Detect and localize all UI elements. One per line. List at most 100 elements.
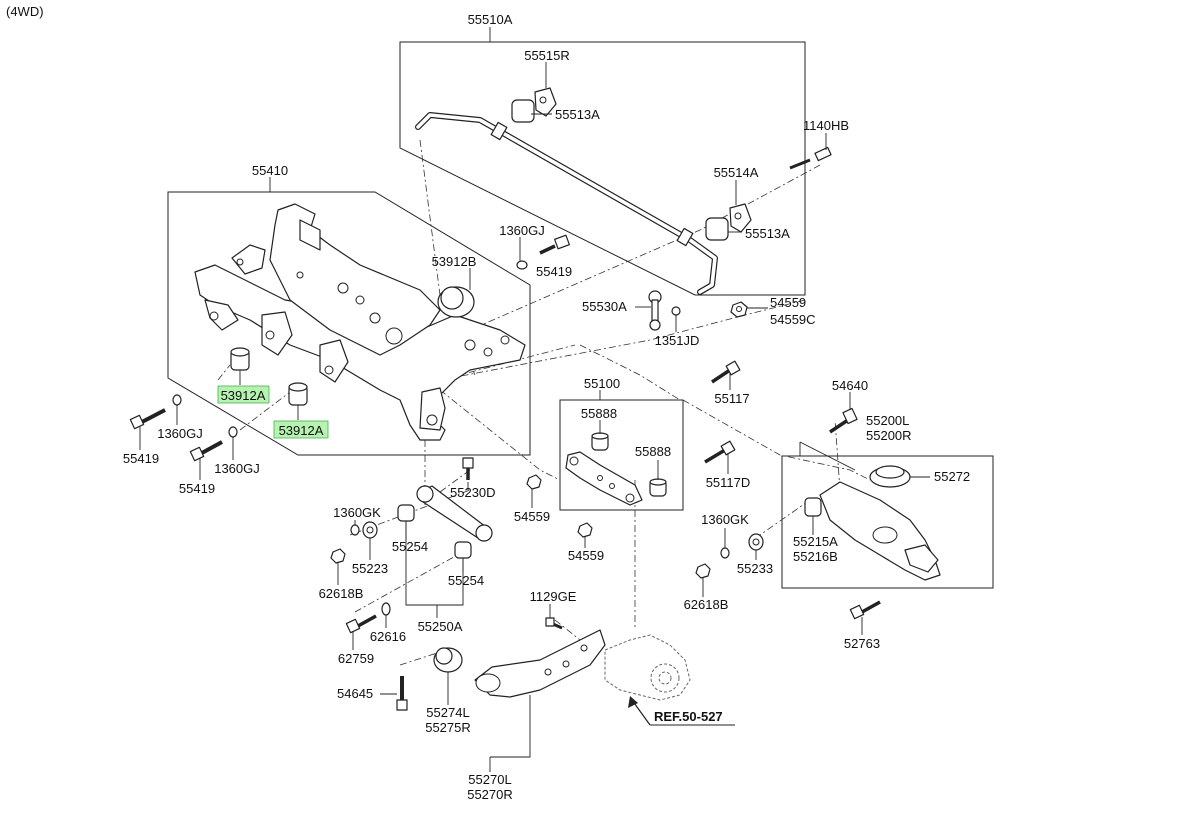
- label-55223: 55223: [352, 561, 388, 576]
- highlight-53912A-2: [273, 420, 329, 439]
- knuckle-hub-reference: [604, 634, 691, 701]
- washer-1360GJ-mid: [228, 426, 238, 438]
- washer-1360GJ-left: [172, 394, 182, 406]
- bolt-55230D: [462, 457, 474, 480]
- spring-seat-55272: [869, 465, 911, 488]
- label-55419-left2: 55419: [179, 481, 215, 496]
- nut-62618B-right: [695, 563, 711, 579]
- bushing-55254-b: [454, 541, 472, 559]
- label-62759: 62759: [338, 651, 374, 666]
- upper-control-arm: [565, 451, 643, 506]
- label-55117D: 55117D: [706, 475, 751, 490]
- label-55275R: 55275R: [425, 720, 471, 735]
- label-55513A-top: 55513A: [555, 107, 600, 122]
- bushing-55888-a: [591, 432, 609, 451]
- nut-54559-low: [577, 522, 593, 538]
- bolt-1129GE: [545, 617, 563, 630]
- label-55230D: 55230D: [450, 485, 496, 500]
- label-54645: 54645: [337, 686, 373, 701]
- label-55215A: 55215A: [793, 534, 838, 549]
- washer-55223: [362, 521, 378, 539]
- label-1360GJ-left: 1360GJ: [157, 426, 203, 441]
- washer-1360GK-left: [350, 524, 360, 536]
- label-62618B-right: 62618B: [684, 597, 729, 612]
- label-1360GJ-mid: 1360GJ: [214, 461, 260, 476]
- label-55254-b: 55254: [448, 573, 484, 588]
- variant-note: (4WD): [6, 4, 44, 19]
- label-54559C: 54559C: [770, 312, 816, 327]
- label-55254-a: 55254: [392, 539, 428, 554]
- bolt-62759: [345, 614, 377, 634]
- washer-55233: [748, 533, 764, 551]
- bushing-55254-a: [397, 504, 415, 522]
- label-62618B-left: 62618B: [319, 586, 364, 601]
- bolt-55419-left2: [189, 440, 223, 462]
- label-55200L: 55200L: [866, 413, 909, 428]
- label-55274L: 55274L: [426, 705, 469, 720]
- label-54640: 54640: [832, 378, 868, 393]
- label-55530A: 55530A: [582, 299, 627, 314]
- bolt-55419-left: [129, 408, 166, 430]
- bolt-55419-top: [539, 234, 570, 255]
- label-53912A-2: 53912A: [279, 423, 324, 438]
- label-55515R: 55515R: [524, 48, 570, 63]
- label-52763: 52763: [844, 636, 880, 651]
- label-62616: 62616: [370, 629, 406, 644]
- bolt-54645: [396, 676, 408, 711]
- label-55270L: 55270L: [468, 772, 511, 787]
- label-55272: 55272: [934, 469, 970, 484]
- label-55410: 55410: [252, 163, 288, 178]
- bushing-53912A-1: [230, 347, 250, 371]
- washer-62616: [381, 602, 391, 616]
- lower-arm-assembly-box: [781, 455, 994, 589]
- stabilizer-link: [648, 290, 681, 331]
- lower-control-arm: [819, 481, 941, 581]
- label-55888-b: 55888: [635, 444, 671, 459]
- crossmember-subframe: [194, 203, 526, 441]
- label-55514A: 55514A: [714, 165, 759, 180]
- label-55510A: 55510A: [468, 12, 513, 27]
- bushing-55215A: [804, 497, 822, 517]
- bolt-1140HB: [789, 146, 832, 170]
- label-54559-c: 54559: [568, 548, 604, 563]
- bushing-55888-b: [649, 478, 667, 497]
- assist-link-55250A: [416, 485, 493, 542]
- bolt-55117D: [704, 440, 736, 464]
- washer-1360GJ-top: [516, 260, 528, 270]
- upper-arm-assembly-box: [559, 399, 684, 511]
- label-1351JD: 1351JD: [655, 333, 700, 348]
- bolt-54640: [829, 407, 858, 434]
- nut-54559-mid: [526, 474, 542, 490]
- label-1360GK-left: 1360GK: [333, 505, 381, 520]
- bolt-55117: [711, 360, 741, 384]
- label-1140HB: 1140HB: [803, 118, 849, 133]
- crossmember-assembly-box: [167, 191, 531, 456]
- nut-62618B-left: [330, 548, 346, 564]
- bolt-52763: [849, 600, 881, 620]
- label-1129GE: 1129GE: [530, 589, 577, 604]
- label-55250A: 55250A: [418, 619, 463, 634]
- label-55100: 55100: [584, 376, 620, 391]
- label-1360GJ-top: 1360GJ: [499, 223, 545, 238]
- label-54559-a: 54559: [770, 295, 806, 310]
- label-55513A-right: 55513A: [745, 226, 790, 241]
- stabilizer-bushing-top: [511, 87, 557, 123]
- label-53912B: 53912B: [432, 254, 477, 269]
- highlight-53912A-1: [217, 385, 270, 404]
- stabilizer-bar: [415, 112, 718, 295]
- label-55888-a: 55888: [581, 406, 617, 421]
- bushing-53912A-2: [288, 382, 308, 406]
- label-55216B: 55216B: [793, 549, 838, 564]
- label-55117: 55117: [714, 391, 749, 406]
- label-55419-left: 55419: [123, 451, 159, 466]
- label-55200R: 55200R: [866, 428, 912, 443]
- label-53912A-1: 53912A: [221, 388, 266, 403]
- washer-1360GK-right: [720, 547, 730, 559]
- trailing-arm: [474, 629, 606, 698]
- leader-lines: [139, 27, 930, 772]
- label-1360GK-right: 1360GK: [701, 512, 749, 527]
- bushing-53912B: [437, 286, 475, 318]
- label-54559-b: 54559: [514, 509, 550, 524]
- bushing-55274L: [433, 647, 463, 673]
